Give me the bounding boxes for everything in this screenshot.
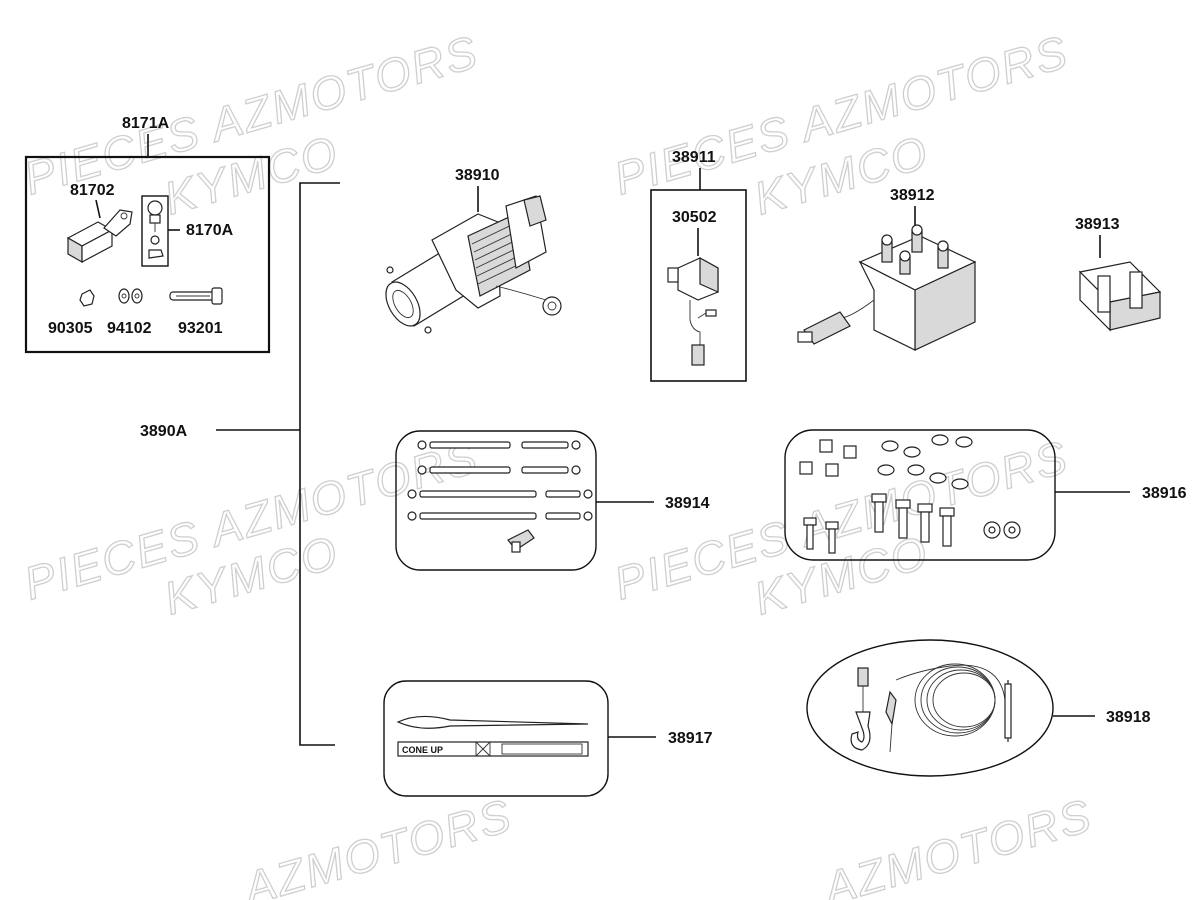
- switch-kit-group: 38911 30502: [650, 149, 747, 382]
- part-label-38911: 38911: [672, 149, 716, 166]
- hardware-box: [784, 429, 1056, 561]
- hitch-bracket-part: [66, 209, 133, 264]
- hitch-kit-group: 8171A 81702 8170A: [24, 115, 271, 354]
- hitch-ball-part: [147, 200, 164, 259]
- part-label-38917: 38917: [668, 730, 713, 747]
- part-label-38918: 38918: [1106, 709, 1151, 726]
- hardware-set-part: [799, 434, 1021, 554]
- nut-part: [79, 289, 95, 307]
- strap-part: CONE UP: [396, 715, 589, 757]
- part-label-8170A: 8170A: [186, 222, 234, 239]
- switch-part: [667, 256, 719, 366]
- part-label-38912: 38912: [890, 187, 935, 204]
- washer-part: [118, 288, 143, 304]
- cable-set-part: [407, 440, 593, 553]
- part-label-38916: 38916: [1142, 485, 1187, 502]
- part-label-81702: 81702: [70, 182, 115, 199]
- part-label-94102: 94102: [107, 320, 152, 337]
- part-label-30502: 30502: [672, 209, 717, 226]
- cables-group: 38914: [395, 430, 710, 571]
- bracket-line: [299, 182, 340, 746]
- cables-box: [395, 430, 597, 571]
- rope-hook-box: [806, 639, 1054, 777]
- leader-line: [95, 199, 101, 219]
- switch-kit-box: [650, 189, 747, 382]
- rope-hook-group: 38918: [806, 639, 1151, 777]
- solenoid-group: 38912: [797, 187, 977, 351]
- rope-hook-part: [850, 663, 1012, 753]
- winch-group: 38910: [385, 167, 562, 334]
- hardware-group: 38916: [784, 429, 1187, 561]
- strap-box: [383, 680, 609, 797]
- part-label-38914: 38914: [665, 495, 710, 512]
- strap-text: CONE UP: [402, 745, 443, 755]
- part-label-90305: 90305: [48, 320, 93, 337]
- strap-group: 38917 CONE UP: [383, 680, 713, 797]
- watermark-text: AZMOTORS: [816, 789, 1098, 900]
- winch-kit-bracket: 3890A: [140, 182, 340, 746]
- solenoid-part: [797, 224, 977, 351]
- hitch-pin-part: [169, 287, 223, 305]
- hitch-kit-box: [24, 155, 271, 354]
- part-label-38910: 38910: [455, 167, 500, 184]
- part-label-3890A: 3890A: [140, 423, 188, 440]
- winch-part: [385, 195, 562, 334]
- watermark-text: AZMOTORS: [236, 789, 518, 900]
- fairlead-part: [1078, 261, 1162, 332]
- part-label-8171A: 8171A: [122, 115, 170, 132]
- part-label-93201: 93201: [178, 320, 223, 337]
- ball-box: [141, 195, 169, 267]
- fairlead-group: 38913: [1075, 216, 1162, 332]
- part-label-38913: 38913: [1075, 216, 1120, 233]
